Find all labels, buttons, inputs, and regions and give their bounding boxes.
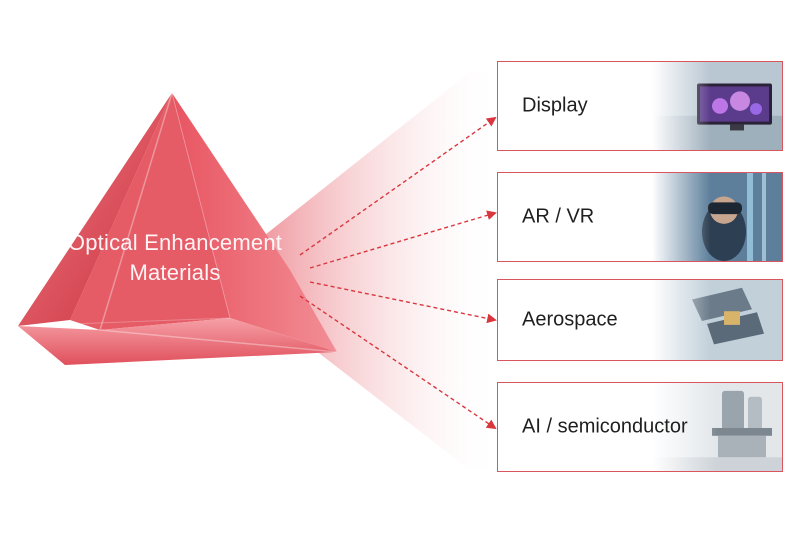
vr-headset-icon: [652, 173, 782, 261]
center-label: Optical Enhancement Materials: [30, 228, 320, 288]
light-beam: [265, 72, 500, 470]
arrow-to-ai-semiconductor: [299, 295, 497, 430]
center-label-line-2: Materials: [129, 260, 221, 285]
display-monitor-icon: [652, 62, 782, 150]
application-label-arvr: AR / VR: [522, 205, 595, 228]
center-label-line-1: Optical Enhancement: [67, 230, 283, 255]
application-card-display: Display: [497, 61, 783, 151]
application-label-display: Display: [522, 94, 588, 117]
arrow-to-aerospace: [309, 281, 497, 324]
application-label-ai-semiconductor: AI / semiconductor: [522, 415, 688, 438]
application-card-arvr: AR / VR: [497, 172, 783, 262]
application-card-ai-semiconductor: AI / semiconductor: [497, 382, 783, 472]
application-card-aerospace: Aerospace: [497, 279, 783, 361]
microscope-lab-icon: [652, 383, 782, 471]
arrow-to-display: [299, 116, 497, 256]
application-label-aerospace: Aerospace: [522, 308, 618, 331]
satellite-icon: [652, 280, 782, 360]
prism-shape: [17, 92, 338, 365]
